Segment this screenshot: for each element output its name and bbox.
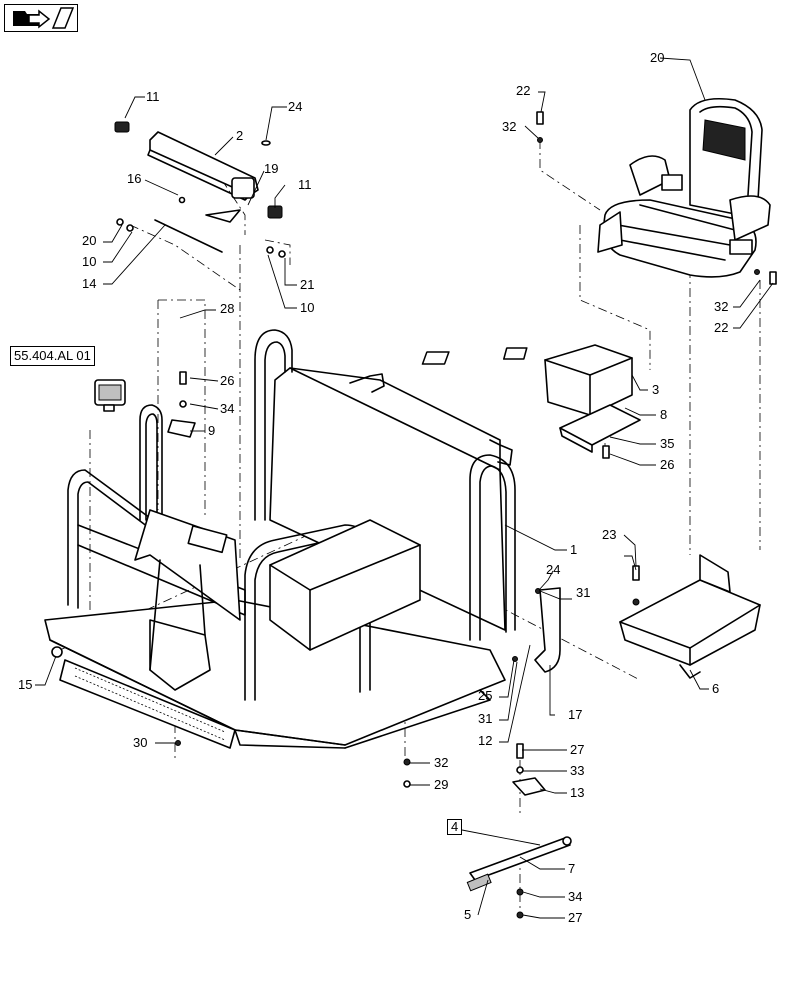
callout-14: 15: [18, 677, 32, 692]
callout-18: 19: [264, 161, 278, 176]
callout-8: 8: [660, 407, 667, 422]
callout-17: 17: [568, 707, 582, 722]
callout-24b: 25: [478, 688, 492, 703]
callout-6: 6: [712, 681, 719, 696]
sub-reference-box[interactable]: 4: [447, 819, 463, 835]
callout-26b: 26: [660, 457, 674, 472]
knobs: [114, 121, 283, 219]
platform-frame: [44, 329, 516, 749]
rod: [154, 219, 223, 253]
folder-arrow-icon: [13, 7, 75, 29]
callout-22b: 23: [602, 527, 616, 542]
callout-22a: 22: [714, 320, 728, 335]
callout-31b: 31: [478, 711, 492, 726]
nav-button[interactable]: [4, 4, 78, 32]
seat: [597, 97, 771, 278]
callout-10b: 10: [300, 300, 314, 315]
callout-34a: 34: [220, 401, 234, 416]
callout-23: 24: [288, 99, 302, 114]
callout-33a: 33: [570, 763, 584, 778]
callout-26a: 26: [220, 373, 234, 388]
callout-29: 29: [434, 777, 448, 792]
callout-20a: 20: [82, 233, 96, 248]
callout-30: 30: [133, 735, 147, 750]
clip-plate: [512, 777, 546, 796]
work-lamp: [94, 379, 126, 412]
callout-3: 3: [652, 382, 659, 397]
callout-32c: 32: [434, 755, 448, 770]
callout-28: 28: [220, 301, 234, 316]
callout-13: 13: [570, 785, 584, 800]
callout-32a: 32: [502, 119, 516, 134]
callout-5: 5: [464, 907, 471, 922]
callout-34b: 35: [660, 436, 674, 451]
callout-7: 7: [568, 861, 575, 876]
callout-9: 9: [208, 423, 215, 438]
reference-label: 55.404.AL 01: [14, 348, 91, 363]
callout-10a: 10: [82, 254, 96, 269]
callout-11b: 11: [298, 177, 312, 192]
callout-33b: 34: [568, 889, 582, 904]
reference-link[interactable]: 55.404.AL 01: [10, 346, 95, 366]
callout-1: 1: [570, 542, 577, 557]
step-plate: [59, 659, 236, 749]
callout-numbers: 11 2 24 19 16 11 20 10 14 21 10 28 26 34…: [18, 50, 728, 925]
callout-21: 22: [516, 83, 530, 98]
callout-12: 12: [478, 733, 492, 748]
callout-11a: 11: [146, 89, 160, 104]
armrest: [147, 131, 259, 223]
callout-27: 27: [568, 910, 582, 925]
callout-31a: 31: [576, 585, 590, 600]
callout-25: 27: [570, 742, 584, 757]
console-box: [421, 344, 633, 416]
callout-16: 16: [127, 171, 141, 186]
side-bracket: [534, 587, 561, 673]
mount-plate: [559, 404, 641, 453]
shaft: [466, 836, 572, 892]
callout-19: 20: [650, 50, 664, 65]
callout-15: 14: [82, 276, 96, 291]
callout-32b: 32: [714, 299, 728, 314]
callout-20b: 21: [300, 277, 314, 292]
sub-reference-label: 4: [451, 819, 459, 834]
seat-base: [619, 554, 761, 679]
callout-2: 2: [236, 128, 243, 143]
leader-lines: [35, 57, 774, 919]
callout-24a: 24: [546, 562, 560, 577]
